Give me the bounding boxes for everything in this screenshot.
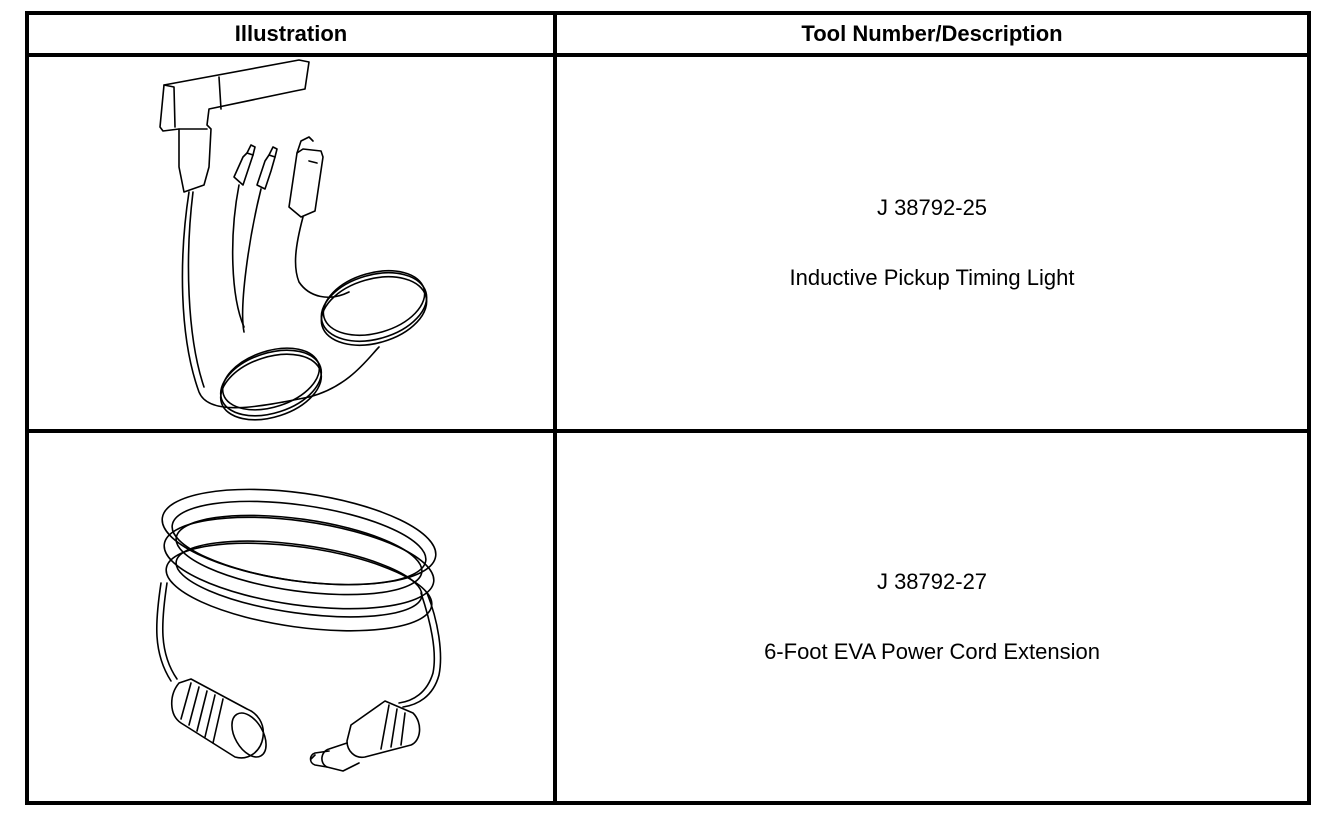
row-1-illustration-cell	[29, 57, 553, 429]
row-2-illustration-cell	[29, 433, 553, 801]
header-illustration: Illustration	[234, 21, 348, 46]
row-1-description-cell: J 38792-25 Inductive Pickup Timing Light	[557, 57, 1307, 429]
row-2-description-cell: J 38792-27 6-Foot EVA Power Cord Extensi…	[557, 433, 1307, 801]
tool-table: Illustration Tool Number/Description	[25, 11, 1311, 805]
tool-number: J 38792-25	[876, 195, 988, 220]
tool-number: J 38792-27	[876, 569, 988, 594]
row-divider	[29, 429, 1307, 433]
tool-description: Inductive Pickup Timing Light	[789, 265, 1075, 290]
tool-description: 6-Foot EVA Power Cord Extension	[764, 639, 1100, 664]
inductive-timing-light-icon	[159, 59, 428, 421]
power-cord-extension-icon	[156, 488, 442, 772]
header-tool-number-description: Tool Number/Description	[801, 21, 1063, 46]
column-divider	[553, 15, 557, 801]
header-divider	[29, 53, 1307, 57]
